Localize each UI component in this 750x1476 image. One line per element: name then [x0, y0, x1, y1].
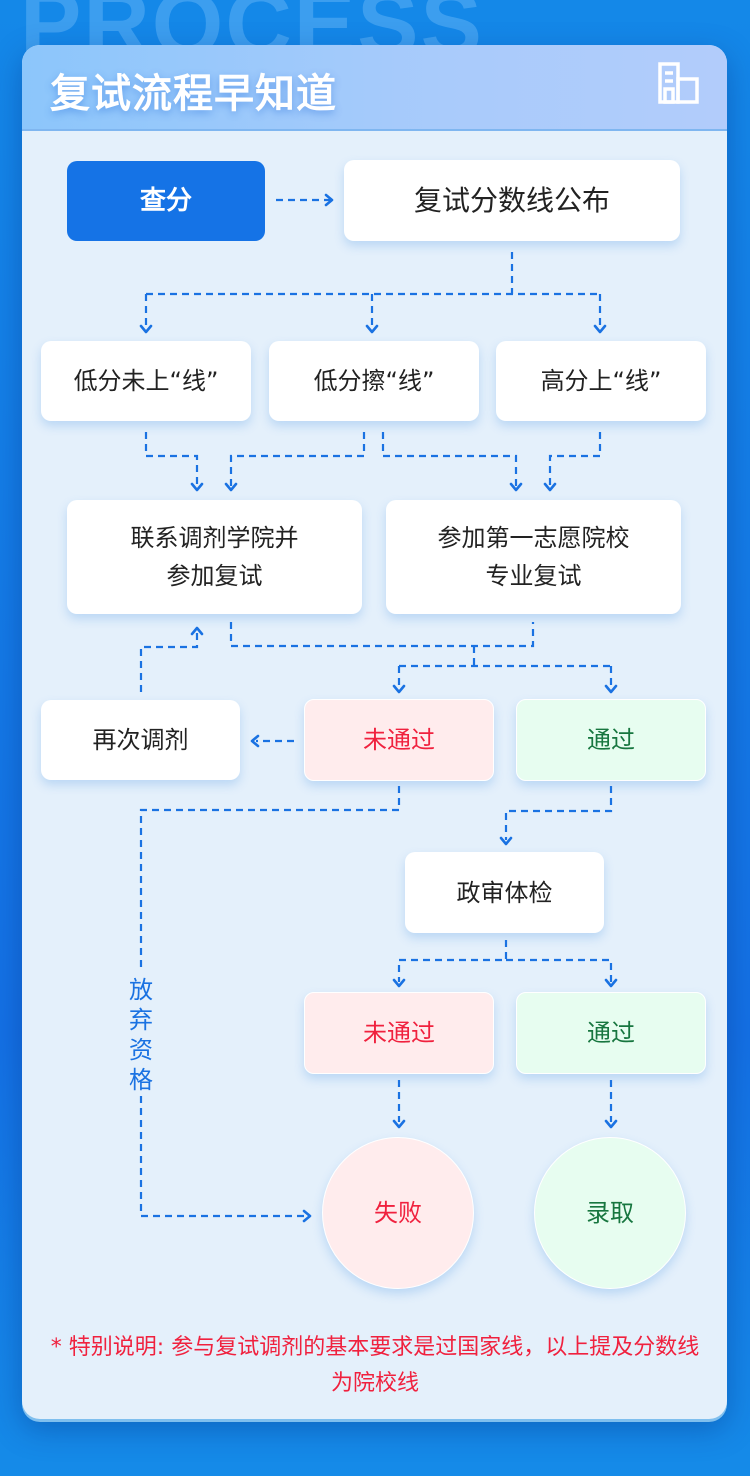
- connector: [229, 432, 366, 488]
- arrow-down-icon: [499, 836, 513, 846]
- node-label: 通过: [587, 726, 635, 754]
- arrow-down-icon: [392, 684, 406, 694]
- connector: [397, 940, 613, 982]
- retest-fail-node[interactable]: 未通过: [304, 699, 494, 781]
- arrow-down-icon: [604, 978, 618, 988]
- arrow-down-icon: [593, 324, 607, 334]
- connector: [144, 432, 199, 488]
- arrow-right-icon: [302, 1209, 312, 1223]
- arrow-down-icon: [190, 482, 204, 492]
- low-score-edge-node[interactable]: 低分擦“线”: [269, 341, 479, 421]
- connector: [504, 786, 613, 840]
- node-label: 政审体检: [456, 878, 553, 907]
- node-label: 专业复试: [485, 562, 582, 590]
- failed-circle[interactable]: 失败: [322, 1137, 474, 1289]
- node-label: 低分未上“线”: [73, 367, 219, 395]
- node-label: 高分上“线”: [540, 367, 662, 395]
- arrow-right-icon: [324, 193, 334, 207]
- page-title: 复试流程早知道: [50, 71, 337, 117]
- node-label: 复试分数线公布: [413, 183, 610, 217]
- arrow-down-icon: [139, 324, 153, 334]
- connector: [381, 432, 518, 488]
- announce-score-line-node[interactable]: 复试分数线公布: [344, 160, 680, 241]
- political-review-node[interactable]: 政审体检: [405, 852, 604, 933]
- arrow-down-icon: [543, 482, 557, 492]
- arrow-up-icon: [190, 626, 204, 636]
- retest-pass-node[interactable]: 通过: [516, 699, 706, 781]
- node-label: 再次调剂: [92, 726, 189, 754]
- connector: [548, 432, 602, 488]
- connector: [144, 252, 602, 330]
- arrow-down-icon: [604, 1119, 618, 1129]
- node-label: 录取: [586, 1199, 634, 1227]
- check-score-node[interactable]: 查分: [67, 161, 265, 241]
- connector: [229, 622, 613, 688]
- node-label: 低分擦“线”: [313, 367, 435, 395]
- review-fail-node[interactable]: 未通过: [304, 992, 494, 1074]
- node-label: 通过: [587, 1019, 635, 1047]
- node-label: 查分: [139, 186, 192, 216]
- connector: [139, 1096, 306, 1218]
- card-header: 复试流程早知道: [22, 45, 727, 131]
- arrow-down-icon: [392, 1119, 406, 1129]
- review-pass-node[interactable]: 通过: [516, 992, 706, 1074]
- give-up-qualification-label: 放弃资格: [129, 976, 153, 1094]
- first-choice-retest-node[interactable]: 参加第一志愿院校 专业复试: [386, 500, 681, 614]
- arrow-down-icon: [392, 978, 406, 988]
- node-label: 未通过: [363, 726, 435, 754]
- readjust-node[interactable]: 再次调剂: [41, 700, 240, 780]
- connector: [139, 786, 401, 968]
- connector: [139, 630, 199, 692]
- low-score-fail-node[interactable]: 低分未上“线”: [41, 341, 251, 421]
- arrow-down-icon: [365, 324, 379, 334]
- high-score-node[interactable]: 高分上“线”: [496, 341, 706, 421]
- node-label: 失败: [374, 1199, 422, 1227]
- arrow-left-icon: [250, 734, 260, 748]
- arrow-down-icon: [224, 482, 238, 492]
- admitted-circle[interactable]: 录取: [534, 1137, 686, 1289]
- arrow-down-icon: [509, 482, 523, 492]
- node-label: 联系调剂学院并: [130, 524, 299, 552]
- node-label: 参加复试: [166, 562, 263, 590]
- node-label: 未通过: [363, 1019, 435, 1047]
- building-icon: [658, 62, 699, 104]
- arrow-down-icon: [604, 684, 618, 694]
- contact-adjust-college-node[interactable]: 联系调剂学院并 参加复试: [67, 500, 362, 614]
- special-note: * 特别说明: 参与复试调剂的基本要求是过国家线，以上提及分数线为院校线: [50, 1335, 700, 1396]
- node-label: 参加第一志愿院校: [437, 524, 630, 552]
